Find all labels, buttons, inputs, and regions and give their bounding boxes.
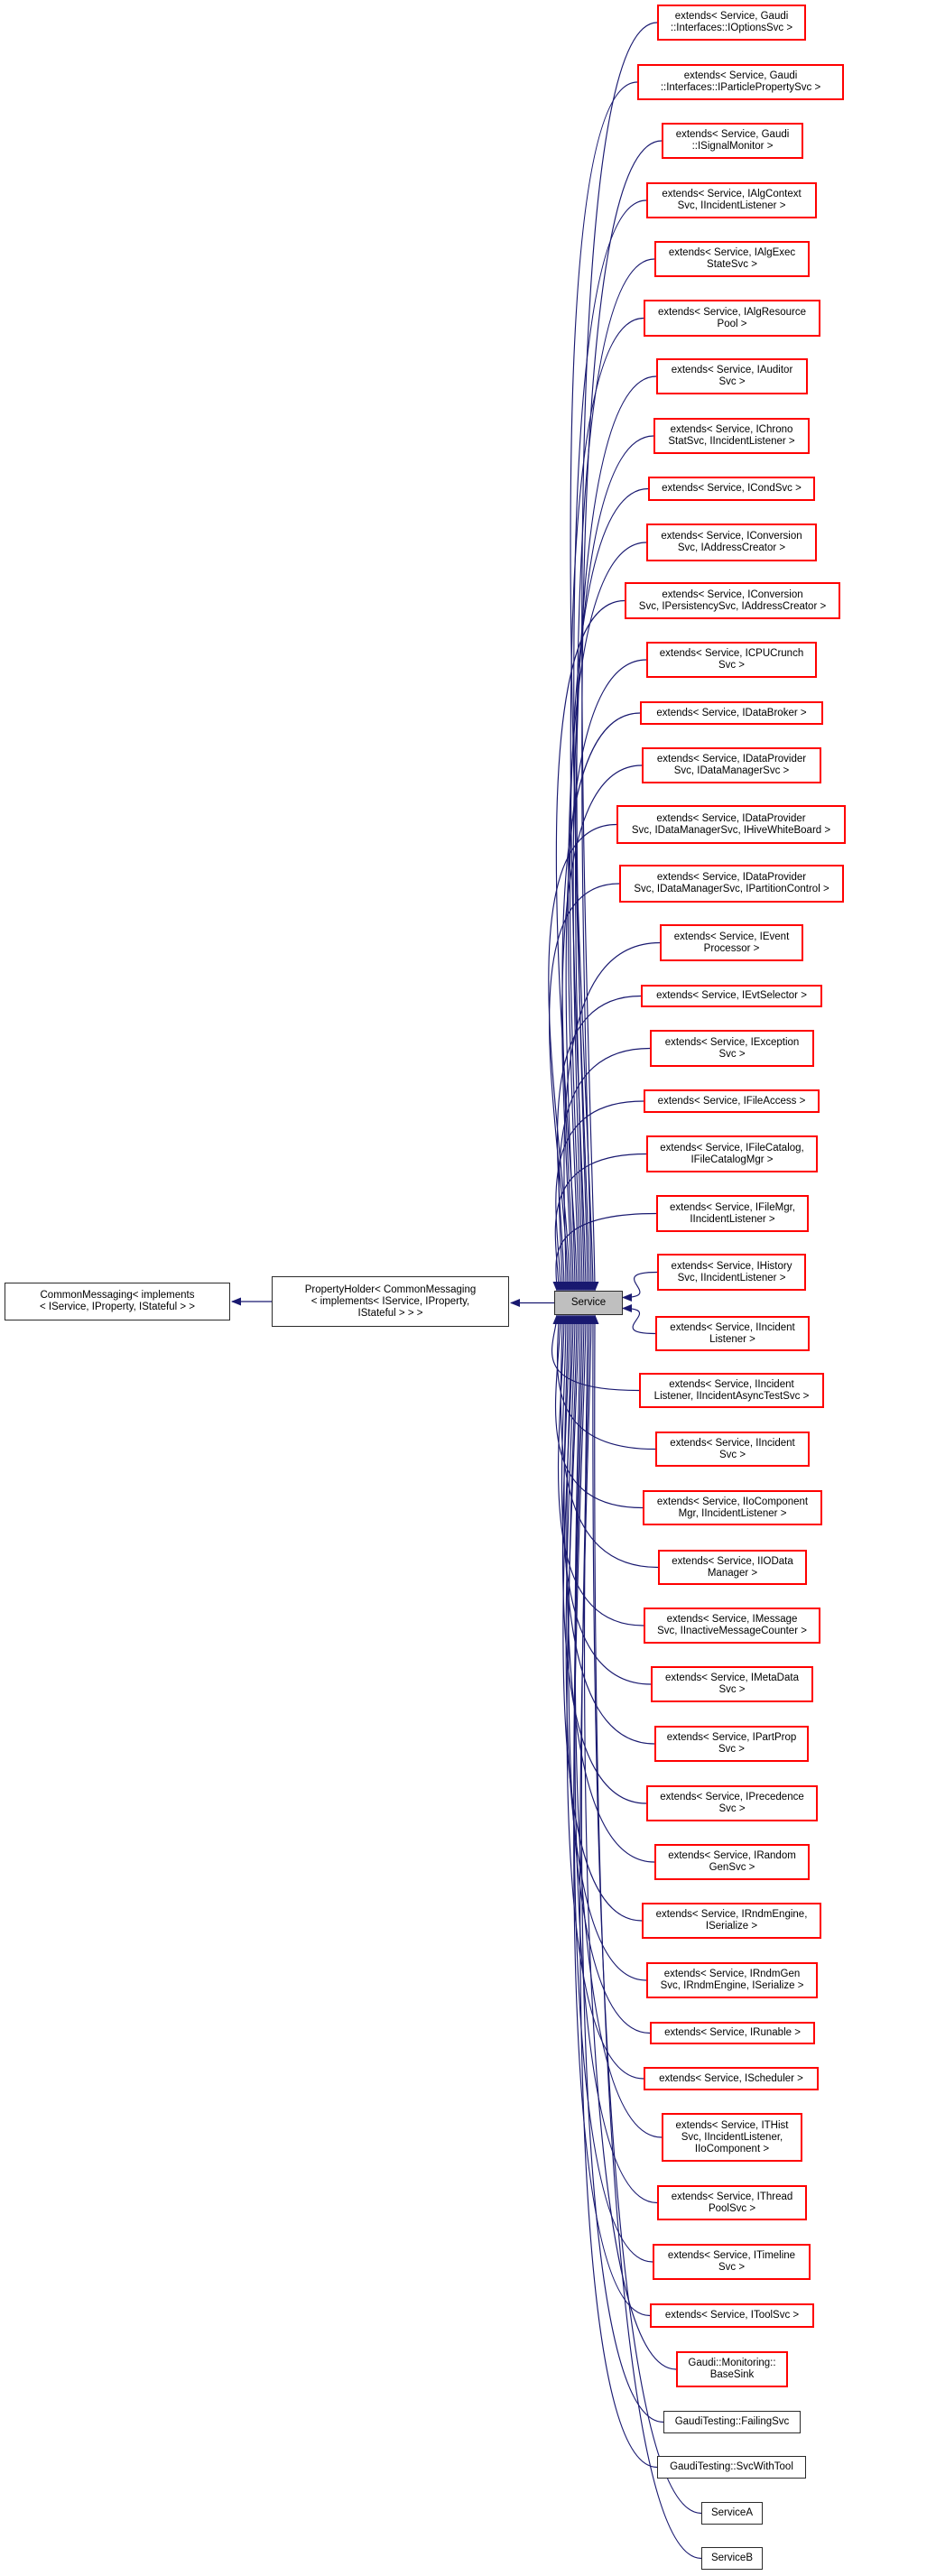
class-node-extends-itoolsvc[interactable]: extends< Service, IToolSvc > xyxy=(650,2303,814,2328)
class-node-extends-idataprovidersvc-ihivewhiteboard[interactable]: extends< Service, IDataProvider Svc, IDa… xyxy=(616,805,846,844)
class-node-extends-ifilecatalog[interactable]: extends< Service, IFileCatalog, IFileCat… xyxy=(646,1135,818,1172)
class-node-extends-ievtselector[interactable]: extends< Service, IEvtSelector > xyxy=(641,985,822,1007)
class-node-extends-imetadatasvc[interactable]: extends< Service, IMetaData Svc > xyxy=(651,1666,813,1702)
class-node-extends-iincidentsvc[interactable]: extends< Service, IIncident Svc > xyxy=(655,1432,810,1467)
class-node-extends-icpucrunchsvc[interactable]: extends< Service, ICPUCrunch Svc > xyxy=(646,642,817,678)
class-node-extends-imessagesvc[interactable]: extends< Service, IMessage Svc, IInactiv… xyxy=(644,1608,820,1644)
class-node-extends-ioptionssvc[interactable]: extends< Service, Gaudi ::Interfaces::IO… xyxy=(657,5,806,41)
class-node-extends-irndmengine-iserialize[interactable]: extends< Service, IRndmEngine, ISerializ… xyxy=(642,1903,821,1939)
class-node-extends-ialgexecstatesvc[interactable]: extends< Service, IAlgExec StateSvc > xyxy=(654,241,810,277)
class-node-extends-iexceptionsvc[interactable]: extends< Service, IException Svc > xyxy=(650,1030,814,1067)
class-node-service: Service xyxy=(554,1291,623,1315)
class-node-extends-iparticlepropertysvc[interactable]: extends< Service, Gaudi ::Interfaces::IP… xyxy=(637,64,844,100)
class-node-extends-ifileaccess[interactable]: extends< Service, IFileAccess > xyxy=(644,1089,820,1113)
class-node-extends-ialgcontextsvc[interactable]: extends< Service, IAlgContext Svc, IInci… xyxy=(646,182,817,218)
class-node-extends-irandomgensvc[interactable]: extends< Service, IRandom GenSvc > xyxy=(654,1844,810,1880)
class-node-extends-ialgresourcepool[interactable]: extends< Service, IAlgResource Pool > xyxy=(644,300,820,337)
class-node-extends-irunable[interactable]: extends< Service, IRunable > xyxy=(650,2022,815,2044)
class-node-extends-ieventprocessor[interactable]: extends< Service, IEvent Processor > xyxy=(660,924,803,961)
class-node-common-messaging[interactable]: CommonMessaging< implements < IService, … xyxy=(5,1283,230,1320)
class-node-extends-idatabroker[interactable]: extends< Service, IDataBroker > xyxy=(640,701,823,725)
class-node-extends-isignalmonitor[interactable]: extends< Service, Gaudi ::ISignalMonitor… xyxy=(662,123,803,159)
class-node-extends-iprecedencesvc[interactable]: extends< Service, IPrecedence Svc > xyxy=(646,1785,818,1821)
class-node-gauditesting-svcwithtool[interactable]: GaudiTesting::SvcWithTool xyxy=(657,2456,806,2479)
class-node-extends-ifilemgr[interactable]: extends< Service, IFileMgr, IIncidentLis… xyxy=(656,1195,809,1232)
class-node-property-holder[interactable]: PropertyHolder< CommonMessaging < implem… xyxy=(272,1276,509,1327)
class-node-serviceb[interactable]: ServiceB xyxy=(701,2547,763,2570)
class-node-extends-iauditorsvc[interactable]: extends< Service, IAuditor Svc > xyxy=(656,358,808,394)
class-node-extends-ipartpropsvc[interactable]: extends< Service, IPartProp Svc > xyxy=(654,1726,809,1762)
class-node-extends-iincidentlistener-iincidentasynctestsvc[interactable]: extends< Service, IIncident Listener, II… xyxy=(639,1373,824,1408)
class-node-extends-ihistorysvc[interactable]: extends< Service, IHistory Svc, IInciden… xyxy=(657,1254,806,1291)
class-node-extends-iiocomponentmgr[interactable]: extends< Service, IIoComponent Mgr, IInc… xyxy=(643,1490,822,1525)
class-node-extends-icondsvc[interactable]: extends< Service, ICondSvc > xyxy=(648,477,815,501)
class-node-extends-iconversionsvc-ipersistencysvc[interactable]: extends< Service, IConversion Svc, IPers… xyxy=(625,582,840,619)
class-node-extends-itimelinesvc[interactable]: extends< Service, ITimeline Svc > xyxy=(653,2244,811,2280)
class-node-extends-ischeduler[interactable]: extends< Service, IScheduler > xyxy=(644,2067,819,2090)
class-node-extends-iincidentlistener[interactable]: extends< Service, IIncident Listener > xyxy=(655,1316,810,1351)
class-node-extends-irndmgensvc[interactable]: extends< Service, IRndmGen Svc, IRndmEng… xyxy=(646,1962,818,1998)
class-node-extends-ithreadpoolsvc[interactable]: extends< Service, IThread PoolSvc > xyxy=(657,2185,807,2220)
class-node-gaudi-monitoring-basesink[interactable]: Gaudi::Monitoring:: BaseSink xyxy=(676,2351,788,2387)
class-node-gauditesting-failingsvc[interactable]: GaudiTesting::FailingSvc xyxy=(663,2411,801,2433)
class-node-extends-ithistsvc[interactable]: extends< Service, ITHist Svc, IIncidentL… xyxy=(662,2113,802,2162)
class-node-extends-idataprovidersvc-ipartitioncontrol[interactable]: extends< Service, IDataProvider Svc, IDa… xyxy=(619,865,844,903)
class-node-extends-iconversionsvc-iaddresscreator[interactable]: extends< Service, IConversion Svc, IAddr… xyxy=(646,524,817,561)
class-node-extends-ichronostatsvc[interactable]: extends< Service, IChrono StatSvc, IInci… xyxy=(653,418,810,454)
class-node-servicea[interactable]: ServiceA xyxy=(701,2502,763,2525)
class-node-extends-idataprovidersvc-idatamanagersvc[interactable]: extends< Service, IDataProvider Svc, IDa… xyxy=(642,747,821,783)
class-node-extends-iiodatamanager[interactable]: extends< Service, IIOData Manager > xyxy=(658,1550,807,1585)
